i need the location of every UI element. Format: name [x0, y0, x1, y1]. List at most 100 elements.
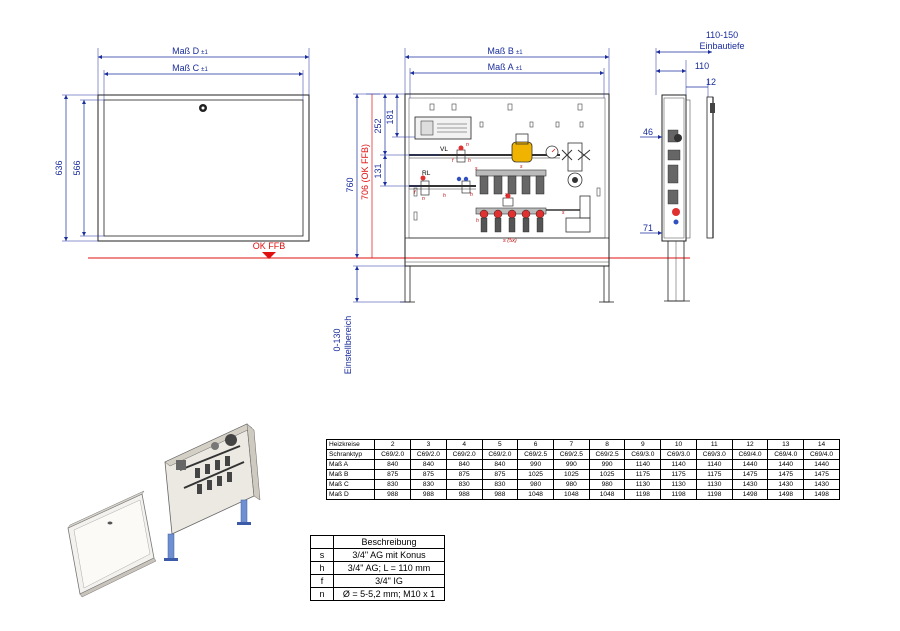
part-label-h1: h	[468, 158, 471, 164]
mass-c-label: Maß C	[172, 63, 200, 73]
table-cell: 1498	[767, 489, 805, 500]
left-leg	[404, 265, 411, 303]
table-cell	[310, 535, 334, 549]
table-header-cell: 7	[552, 439, 590, 450]
side-view: 110-150 Einbautiefe 110 12 46 71	[640, 30, 745, 302]
table-header-cell: 2	[374, 439, 412, 450]
front-door	[103, 99, 304, 237]
table-cell: 1048	[517, 489, 554, 500]
dim-12: 12	[706, 77, 716, 87]
part-label-s4: s	[562, 210, 565, 216]
dim-181: 181	[385, 109, 395, 124]
svg-text:Maß D±1: Maß D±1	[172, 46, 208, 56]
table-cell: Maß C	[325, 479, 376, 490]
table-cell: C69/3.0	[624, 449, 662, 460]
table-cell: 1048	[552, 489, 590, 500]
dim-760: 760	[345, 177, 355, 192]
table-cell: 980	[517, 479, 554, 490]
table-cell: 1198	[624, 489, 662, 500]
table-cell: h	[310, 561, 334, 575]
table-cell: 988	[481, 489, 519, 500]
table-cell: 1440	[767, 459, 805, 470]
rail-left-3d	[167, 533, 175, 561]
einbautiefe-label: Einbautiefe	[699, 41, 744, 51]
open-cabinet-frame	[404, 93, 610, 267]
table-cell: 1048	[588, 489, 626, 500]
table-cell: C69/2.0	[445, 449, 483, 460]
table-cell: C69/2.0	[410, 449, 447, 460]
table-cell: 1430	[803, 479, 840, 490]
dim-566: 566	[72, 160, 82, 175]
table-cell: 840	[374, 459, 412, 470]
table-cell: 830	[445, 479, 483, 490]
table-cell: 1175	[624, 469, 662, 480]
table-cell: 1140	[660, 459, 697, 470]
table-cell: 875	[410, 469, 447, 480]
table-row: f 3/4" IG	[310, 574, 445, 588]
table-header-cell: 10	[660, 439, 697, 450]
table-header-cell: 14	[803, 439, 840, 450]
table-row: Maß B 875 875 875 875 1025 1025 1025 117…	[325, 469, 840, 480]
rail-right-3d	[240, 499, 248, 525]
table-cell: 1198	[660, 489, 697, 500]
mass-b-label: Maß B	[487, 46, 514, 56]
table-row: Maß A 840 840 840 840 990 990 990 1140 1…	[325, 459, 840, 470]
ok-ffb-label: OK FFB	[253, 241, 286, 251]
ffb-triangle-icon	[262, 252, 276, 259]
beschreibung-table: Beschreibung s 3/4" AG mit Konus h 3/4" …	[310, 535, 445, 601]
table-cell: Maß A	[325, 459, 376, 470]
table-cell: s	[310, 548, 334, 562]
product-3d-preview	[67, 423, 261, 598]
table-cell: 1498	[803, 489, 840, 500]
dim-71: 71	[643, 223, 653, 233]
front-view: Maß D±1 Maß C±1 636 566 OK FFB	[54, 46, 310, 259]
table-cell: 3/4" AG mit Konus	[333, 548, 445, 562]
table-cell: 1440	[731, 459, 769, 470]
table-cell: Maß B	[325, 469, 376, 480]
table-cell: 830	[374, 479, 412, 490]
table-cell: 1475	[803, 469, 840, 480]
table-cell: Maß D	[325, 489, 376, 500]
dim-110: 110	[695, 61, 709, 71]
table-cell: 1175	[695, 469, 733, 480]
dim-706-ok-ffb: 706 (OK FFB)	[360, 144, 370, 200]
dim-0-130: 0-130	[332, 328, 342, 351]
table-cell: 1498	[731, 489, 769, 500]
table-cell: 990	[588, 459, 626, 470]
table-cell: 1130	[660, 479, 697, 490]
part-label-s1: s	[475, 166, 478, 172]
part-label-f2: f	[414, 190, 416, 196]
table-cell: C69/3.0	[695, 449, 733, 460]
table-cell: 1475	[731, 469, 769, 480]
supply-manifold	[475, 169, 547, 177]
table-row: Schranktyp C69/2.0 C69/2.0 C69/2.0 C69/2…	[325, 449, 840, 460]
dim-636: 636	[54, 160, 64, 175]
table-cell: 875	[445, 469, 483, 480]
table-header-cell: 3	[410, 439, 447, 450]
svg-text:Maß A±1: Maß A±1	[488, 62, 523, 72]
part-label-h4: h	[476, 218, 479, 224]
table-cell: 1130	[695, 479, 733, 490]
cabinet-3d	[164, 423, 255, 535]
svg-text:Maß C±1: Maß C±1	[172, 63, 208, 73]
dim-110-150: 110-150	[706, 30, 738, 40]
beschreibung-title-row: Beschreibung	[310, 535, 445, 549]
table-cell: 840	[481, 459, 519, 470]
table-row: h 3/4" AG; L = 110 mm	[310, 561, 445, 575]
table-header-cell: 12	[731, 439, 769, 450]
einstellbereich-label: Einstellbereich	[343, 316, 353, 375]
table-cell: 830	[481, 479, 519, 490]
table-cell: 1025	[517, 469, 554, 480]
table-cell: C69/3.0	[660, 449, 697, 460]
svg-text:Maß B±1: Maß B±1	[487, 46, 523, 56]
table-row: s 3/4" AG mit Konus	[310, 548, 445, 562]
table-cell: 990	[552, 459, 590, 470]
table-cell: 3/4" AG; L = 110 mm	[333, 561, 445, 575]
part-label-s3: s	[505, 192, 508, 198]
table-cell: n	[310, 587, 334, 601]
table-cell: 1475	[767, 469, 805, 480]
table-cell: 3/4" IG	[333, 574, 445, 588]
table-header-cell: 5	[481, 439, 519, 450]
right-leg	[603, 265, 610, 303]
table-cell: 840	[410, 459, 447, 470]
